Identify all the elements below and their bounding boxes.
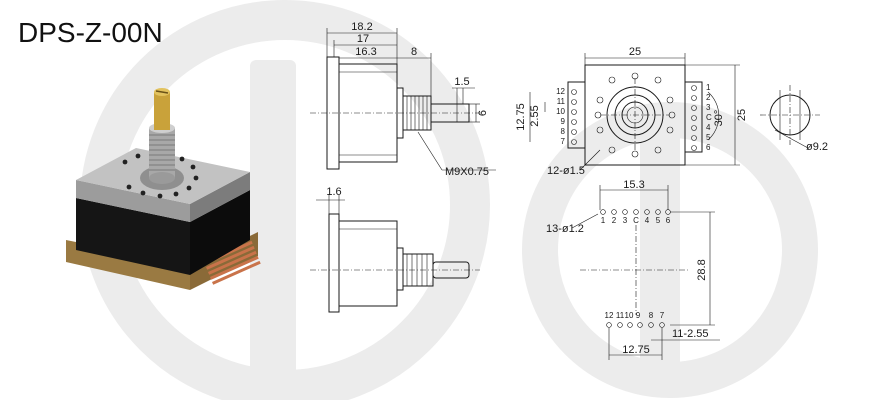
- left-pin-label: 11: [557, 97, 566, 106]
- pcb-top-holes: [600, 209, 671, 215]
- left-pin-label: 7: [561, 137, 566, 146]
- pcb-bottom-pin: 9: [636, 311, 641, 320]
- pcb-top-pin: 2: [612, 216, 617, 225]
- front-view: 12 11 10 9 8 7 1 2 3 C 4 5 6 25 25 12.75…: [515, 46, 748, 177]
- thread-lines: [149, 134, 175, 171]
- pcb-holes-label: 13-ø1.2: [546, 223, 584, 235]
- pcb-bottom-pin: 10: [625, 311, 634, 320]
- pcb-top-pin: 1: [601, 216, 606, 225]
- dim-top: 15.3: [623, 179, 644, 191]
- pcb-layout: 15.3 1 2 3 C 4 5 6 13-ø1.2 28.8 12 11 10…: [546, 179, 720, 360]
- angle-label: 30°: [713, 110, 725, 127]
- pcb-bottom-holes: [606, 322, 665, 328]
- dim-flat: 1.5: [454, 76, 469, 88]
- dim-dia: 6: [477, 110, 489, 116]
- pcb-bottom-pin: 7: [660, 311, 665, 320]
- pcb-bottom-pin: 8: [649, 311, 654, 320]
- dim-overall: 18.2: [351, 21, 372, 33]
- right-pin-label: 4: [706, 123, 711, 132]
- shaft-dia-label: ø9.2: [806, 141, 828, 153]
- left-pin-label: 9: [561, 117, 566, 126]
- dim-pitch-total: 12.75: [515, 103, 527, 131]
- left-pin-label: 8: [561, 127, 566, 136]
- pcb-bottom-pin: 12: [605, 311, 614, 320]
- pcb-top-pin: 5: [656, 216, 661, 225]
- pcb-top-pin: 4: [645, 216, 650, 225]
- dim-pitch: 2.55: [529, 105, 541, 126]
- dim-bottom: 12.75: [622, 344, 650, 356]
- left-pin-label: 12: [556, 87, 565, 96]
- thread-label: M9X0.75: [445, 166, 489, 178]
- side-view-bottom: 1.6: [310, 186, 480, 313]
- dim-pitch: 11-2.55: [672, 328, 709, 340]
- dim-base: 16.3: [355, 46, 376, 58]
- side-view-top: 18.2 17 16.3 8 1.5 6 M9X0.75: [310, 21, 496, 178]
- dim-height: 28.8: [696, 259, 708, 280]
- pcb-bottom-pin: 11: [616, 311, 625, 320]
- left-pin-label: 10: [556, 107, 565, 116]
- pcb-top-pin: C: [633, 216, 639, 225]
- dim-body: 17: [357, 33, 369, 45]
- product-photo: [66, 88, 261, 290]
- right-pin-label: 2: [706, 93, 711, 102]
- dim-pin: 1.6: [326, 186, 341, 198]
- right-pin-label: 1: [706, 83, 711, 92]
- pcb-top-pin: 3: [623, 216, 628, 225]
- watermark-logo: [80, 0, 818, 400]
- right-pin-label: C: [706, 113, 712, 122]
- dim-shaft: 8: [411, 46, 417, 58]
- pcb-top-pin: 6: [666, 216, 671, 225]
- right-pin-label: 5: [706, 133, 711, 142]
- dim-height: 25: [736, 109, 748, 121]
- dim-width: 25: [629, 46, 641, 58]
- right-pin-label: 3: [706, 103, 711, 112]
- shaft-section: ø9.2: [760, 85, 828, 153]
- right-pin-label: 6: [706, 143, 711, 152]
- front-holes-label: 12-ø1.5: [547, 165, 585, 177]
- product-title: DPS-Z-00N: [18, 17, 163, 48]
